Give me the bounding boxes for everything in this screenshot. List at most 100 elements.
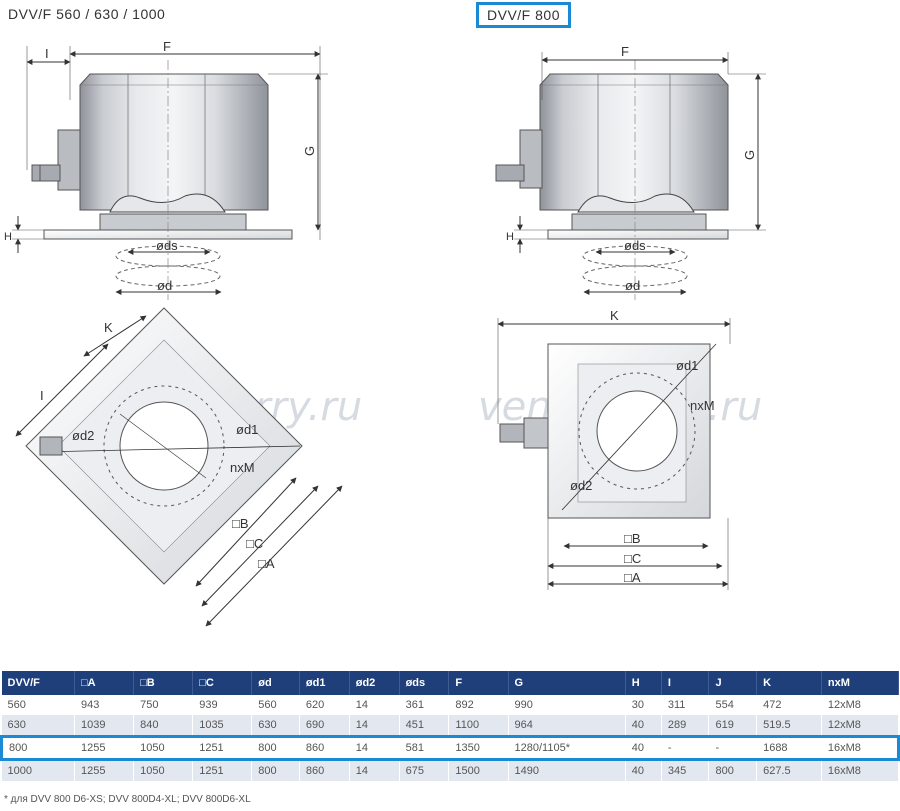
table-footnote: * для DVV 800 D6-XS; DVV 800D4-XL; DVV 8… — [4, 794, 251, 805]
table-cell: 620 — [299, 695, 350, 715]
table-cell: 40 — [625, 735, 662, 761]
table-cell: 800 — [251, 759, 300, 781]
table-cell: 1000 — [1, 759, 76, 781]
table-cell: 690 — [299, 715, 350, 737]
dim-H-left: H — [4, 231, 12, 243]
col-header: DVV/F — [1, 671, 76, 695]
dim-nxM-right: nxM — [690, 398, 715, 413]
table-cell: 860 — [299, 759, 350, 781]
dim-H-right: H — [506, 231, 514, 243]
table-cell: 40 — [625, 715, 662, 737]
col-header: I — [661, 671, 710, 695]
table-cell: 30 — [625, 695, 662, 715]
table-cell: 14 — [349, 695, 400, 715]
col-header: □B — [133, 671, 194, 695]
dim-I-plan-left: I — [40, 388, 44, 403]
technical-drawing: ventilatorry.ru ventilatorry.ru F I G — [4, 39, 766, 627]
col-header: K — [756, 671, 822, 695]
plan-view-left: ød2 ød1 nxM K I □B □C □A — [15, 307, 343, 627]
table-cell: 1255 — [74, 759, 135, 781]
table-cell: 1255 — [74, 735, 135, 761]
table-cell: 1100 — [448, 715, 509, 737]
dim-I-left: I — [45, 46, 49, 61]
table-cell: 1251 — [192, 735, 253, 761]
table-row-highlighted: 800 1255 1050 1251 800 860 14 581 1350 1… — [0, 735, 900, 761]
table-cell: 800 — [0, 735, 76, 761]
dim-A-right: □A — [624, 570, 641, 585]
col-header: J — [708, 671, 758, 695]
col-header: ød — [251, 671, 300, 695]
table-cell: 860 — [299, 735, 350, 761]
table-cell: 554 — [708, 695, 758, 715]
table-cell: 630 — [251, 715, 300, 737]
table-cell: 750 — [133, 695, 194, 715]
table-cell: 800 — [708, 759, 758, 781]
table-cell: 630 — [1, 715, 76, 737]
dim-nxM-left: nxM — [230, 460, 255, 475]
dim-d2-right: ød2 — [570, 478, 592, 493]
dim-G-right: G — [742, 150, 757, 160]
dim-A-left: □A — [258, 556, 275, 571]
dim-d2-left: ød2 — [72, 428, 94, 443]
table-cell: 964 — [508, 715, 626, 737]
table-cell: 892 — [448, 695, 509, 715]
dim-d1-right: ød1 — [676, 358, 698, 373]
table-cell: 1050 — [133, 759, 194, 781]
col-header: □C — [192, 671, 253, 695]
table-cell: 560 — [1, 695, 76, 715]
table-cell: 472 — [756, 695, 822, 715]
table-cell: 800 — [251, 735, 300, 761]
table-cell: 1039 — [74, 715, 135, 737]
col-header: □A — [74, 671, 135, 695]
side-view-left: F I G H øds ød — [4, 39, 328, 300]
side-view-right: F G H øds ød — [495, 44, 766, 300]
dim-ds-left: øds — [156, 238, 178, 253]
table-cell: 40 — [625, 759, 662, 781]
col-header: øds — [399, 671, 450, 695]
table-cell: 560 — [251, 695, 300, 715]
col-header: G — [508, 671, 626, 695]
table-cell: 519.5 — [756, 715, 822, 737]
dim-F-right: F — [621, 44, 629, 59]
dim-B-left: □B — [232, 516, 249, 531]
table-cell: 1490 — [508, 759, 626, 781]
table-cell: 1035 — [192, 715, 253, 737]
dim-C-left: □C — [246, 536, 263, 551]
table-cell: 289 — [661, 715, 710, 737]
table-cell: 1350 — [448, 735, 509, 761]
table-cell: - — [661, 735, 710, 761]
table-cell: 939 — [192, 695, 253, 715]
dim-G-left: G — [302, 146, 317, 156]
table-cell: 311 — [661, 695, 710, 715]
spec-table: DVV/F □A □B □C ød ød1 ød2 øds F G H I J … — [0, 671, 900, 781]
table-cell: 14 — [349, 735, 400, 761]
table-cell: 1050 — [133, 735, 194, 761]
table-cell: 12xM8 — [821, 695, 900, 715]
dim-C-right: □C — [624, 551, 641, 566]
col-header: nxM — [821, 671, 900, 695]
table-cell: 14 — [349, 715, 400, 737]
table-cell: 16xM8 — [821, 735, 900, 761]
table-cell: 1500 — [448, 759, 509, 781]
table-row: 1000 1255 1050 1251 800 860 14 675 1500 … — [1, 759, 900, 781]
table-cell: 840 — [133, 715, 194, 737]
table-row: 560 943 750 939 560 620 14 361 892 990 3… — [1, 695, 900, 715]
plan-view-right: ød1 nxM ød2 K □B □C □A — [497, 308, 731, 590]
table-cell: 451 — [399, 715, 450, 737]
dim-K-right: K — [610, 308, 619, 323]
table-cell: 1251 — [192, 759, 253, 781]
table-cell: 14 — [349, 759, 400, 781]
spec-table-header: DVV/F □A □B □C ød ød1 ød2 øds F G H I J … — [1, 671, 900, 695]
col-header: F — [448, 671, 509, 695]
table-cell: 1688 — [756, 735, 822, 761]
table-cell: 675 — [399, 759, 450, 781]
dim-d-left: ød — [157, 278, 172, 293]
table-cell: 619 — [708, 715, 758, 737]
col-header: ød2 — [349, 671, 400, 695]
dim-B-right: □B — [624, 531, 641, 546]
table-cell: 943 — [74, 695, 135, 715]
drawing-title-left: DVV/F 560 / 630 / 1000 — [8, 6, 166, 22]
col-header: ød1 — [299, 671, 350, 695]
table-cell: 16xM8 — [821, 759, 900, 781]
dim-d-right: ød — [625, 278, 640, 293]
